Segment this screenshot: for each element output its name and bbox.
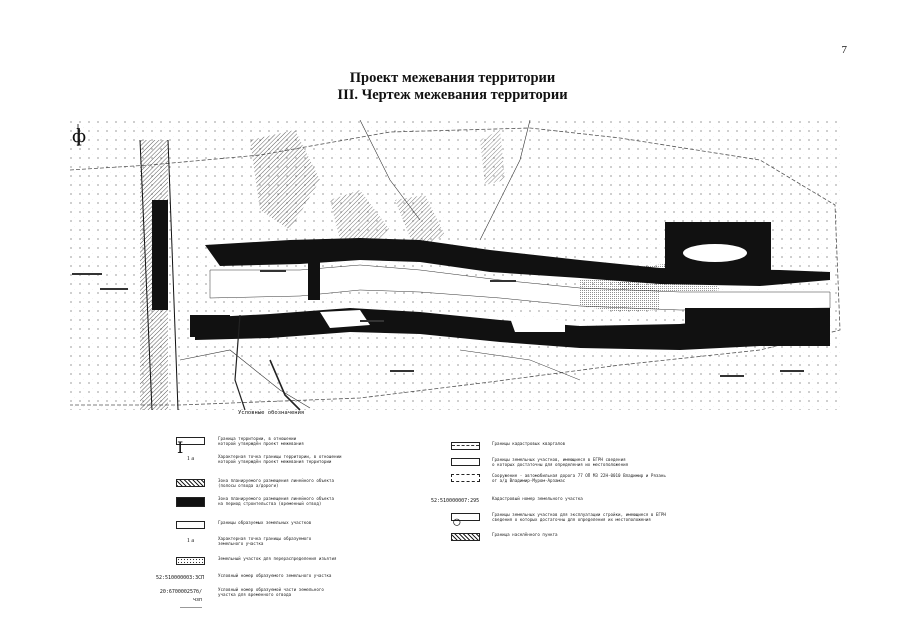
legend-text: Зона планируемого размещения линейного о… [218, 496, 334, 506]
title-block: Проект межевания территории III. Чертеж … [0, 70, 905, 104]
legend-text: Границы земельных участков, имеющиеся в … [492, 457, 629, 467]
legend-symbol: 1 а [186, 538, 195, 544]
legend-symbol: Ⅰ [176, 437, 205, 457]
legend-symbol [451, 533, 480, 541]
legend-symbol [451, 442, 480, 450]
legend-symbol [176, 479, 205, 487]
legend-symbol [451, 474, 480, 482]
legend-title: Условные обозначения [238, 410, 305, 416]
legend-symbol: 20:670000257б/чзп [156, 588, 202, 603]
survey-map: · [68, 120, 843, 411]
legend-text: Характерная точка границы образуемого зе… [218, 536, 312, 546]
legend-text: Характерная точка границы территории, в … [218, 454, 342, 464]
legend-symbol [176, 497, 205, 507]
drawing-title: III. Чертеж межевания территории [337, 87, 568, 103]
divider-line [180, 607, 202, 608]
legend-text: Границы земельных участков для эксплуата… [492, 512, 666, 522]
legend-text: Кадастровый номер земельного участка [492, 496, 583, 501]
legend-text: Условный номер образуемой части земельно… [218, 587, 324, 597]
legend-symbol [451, 458, 480, 466]
north-arrow-icon: ф [72, 126, 86, 147]
legend-symbol: 52:510000007:295 [431, 497, 480, 505]
legend-text: Зона планируемого размещения линейного о… [218, 478, 334, 488]
page-number: 7 [841, 44, 848, 56]
legend-symbol [176, 557, 205, 565]
legend-text: Граница территории, в отношении которой … [218, 436, 304, 446]
document-title: Проект межевания территории [349, 70, 556, 86]
legend-text: Сооружение - автомобильная дорога 77 ОП … [492, 473, 666, 483]
legend-symbol [176, 521, 205, 529]
legend-text: Условный номер образуемого земельного уч… [218, 573, 332, 578]
legend-text: Границы кадастровых кварталов [492, 441, 566, 446]
legend-symbol: 52:510000003:3СП [156, 574, 205, 582]
legend-text: Граница населённого пункта [492, 532, 558, 537]
legend-text: Земельный участок для перераспределения … [218, 556, 337, 561]
legend-symbol: 1 а [186, 456, 195, 462]
legend-text: Границы образуемых земельных участков [218, 520, 312, 525]
legend-symbol: ○ [451, 513, 480, 531]
